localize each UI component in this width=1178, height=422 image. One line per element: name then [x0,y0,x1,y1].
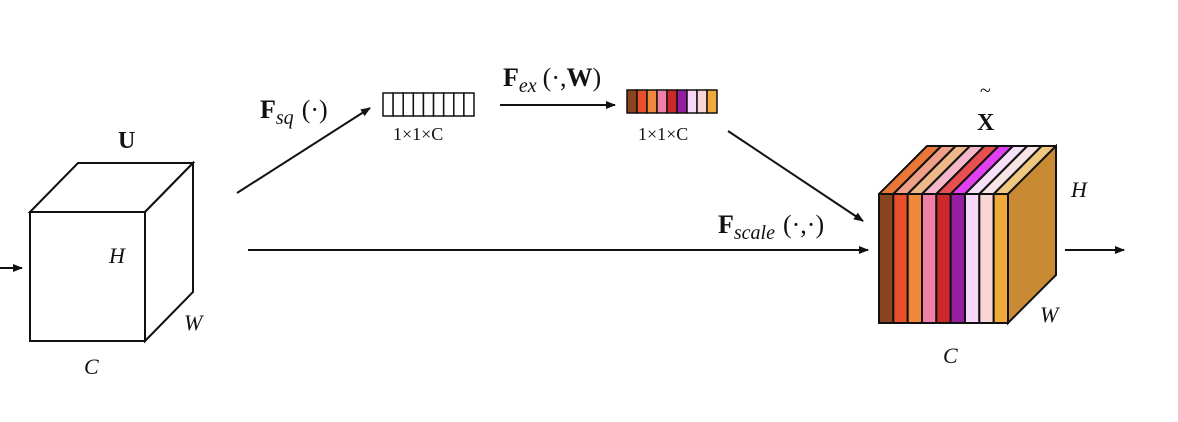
vector-cell [626,89,638,114]
output-w-label: W [1040,302,1060,327]
input-tensor-label: U [118,128,135,154]
weights-arrow [727,130,864,222]
channel-front-face [878,193,895,324]
excited-vector [626,89,718,114]
excitation-label: Fex(·,W) [503,63,601,97]
vector-cell [392,92,404,117]
input-w-label: W [184,310,204,335]
vector-cell [686,89,698,114]
channel-front-face [978,193,995,324]
scale-label: Fscale(·,·) [718,210,824,244]
channel-front-face [949,193,967,324]
channel-front-face [906,193,924,324]
vector-cell [646,89,658,114]
vector-cell [402,92,415,117]
vector-cell [656,89,668,114]
vector-cell [442,92,455,117]
channel-front-face [964,193,981,324]
vector-dims-label-2: 1×1×C [638,124,688,144]
input-cube [27,160,196,344]
channel-front-face [921,193,938,324]
squeeze-label: Fsq(·) [260,95,328,129]
vector-dims-label-1: 1×1×C [393,124,443,144]
vector-cell [676,89,688,114]
squeeze-arrow [236,107,371,194]
vector-cell [463,92,475,117]
output-c-label: C [943,343,958,368]
input-c-label: C [84,354,99,379]
vector-cell [706,89,718,114]
channel-front-face [892,193,909,324]
vector-cell [636,89,648,114]
vector-cell [696,89,708,114]
output-h-label: H [1070,177,1088,202]
vector-cell [666,89,678,114]
vector-cell [453,92,465,117]
vector-cell [382,92,394,117]
channel-front-face [935,193,952,324]
vector-cell [432,92,445,117]
output-tensor-label: X [977,110,995,136]
channel-front-face [992,193,1010,324]
output-tilde: ~ [980,80,991,102]
output-cube [878,143,1057,326]
squeezed-vector [382,92,475,117]
vector-cell [412,92,425,117]
vector-cell [422,92,435,117]
input-h-label: H [108,243,126,268]
